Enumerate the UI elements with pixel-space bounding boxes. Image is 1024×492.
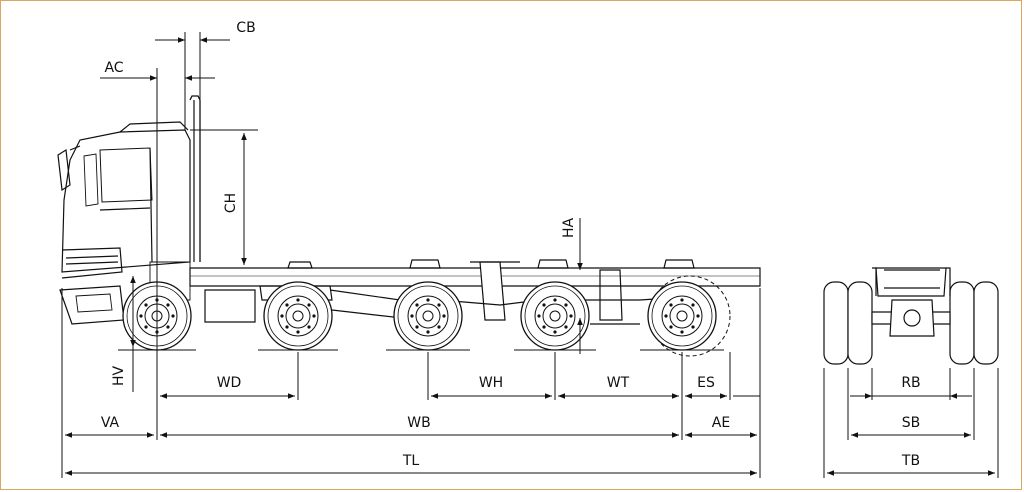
dim-label-ac: AC xyxy=(104,60,124,76)
dim-label-va: VA xyxy=(100,415,120,431)
truck-rear-view xyxy=(823,267,999,365)
dim-label-es: ES xyxy=(697,375,715,391)
dim-label-sb: SB xyxy=(901,415,921,431)
dim-label-wb: WB xyxy=(407,415,431,431)
dim-label-ch: CH xyxy=(223,192,239,214)
dim-label-hv: HV xyxy=(111,365,127,387)
dim-label-tb: TB xyxy=(901,453,921,469)
rear-axle-3-wheel xyxy=(647,281,717,351)
rear-axle-2-wheel xyxy=(520,281,590,351)
dim-label-wt: WT xyxy=(606,375,630,391)
dim-label-rb: RB xyxy=(901,375,921,391)
dimension-lines xyxy=(61,32,999,478)
dim-label-ae: AE xyxy=(711,415,731,431)
dim-label-ha: HA xyxy=(561,217,577,239)
rear-axle-1-wheel xyxy=(393,281,463,351)
dim-label-wd: WD xyxy=(216,375,242,391)
dim-label-cb: CB xyxy=(236,20,256,36)
truck-side-view xyxy=(57,95,761,357)
front-axle-2-wheel xyxy=(263,281,333,351)
dim-label-tl: TL xyxy=(402,453,420,469)
dim-label-wh: WH xyxy=(478,375,504,391)
